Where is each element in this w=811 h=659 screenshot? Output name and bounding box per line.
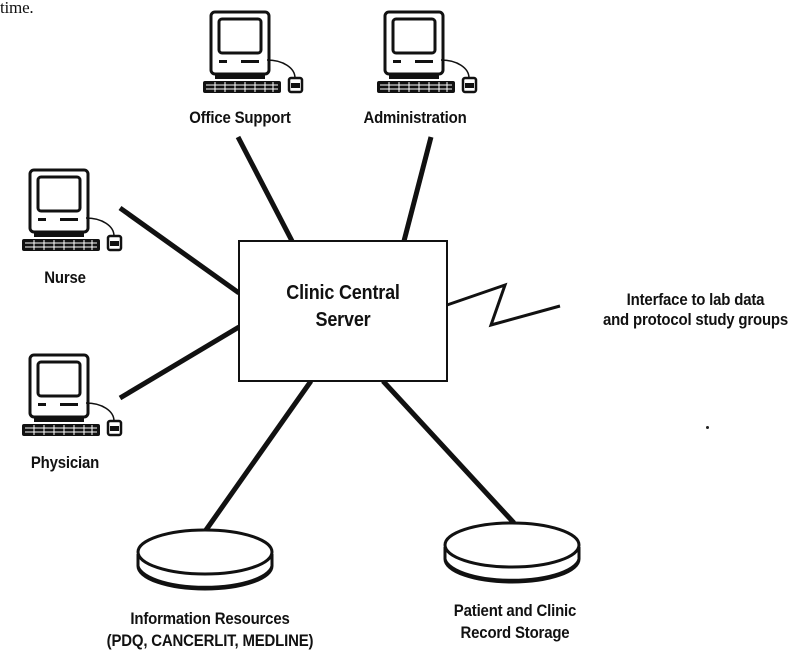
server-label-line1: Clinic Central [286, 282, 400, 304]
computer-icon [20, 168, 123, 253]
label-office-support: Office Support [189, 108, 291, 127]
label-info-resources: Information Resources (PDQ, CANCERLIT, M… [104, 608, 315, 652]
line-physician [118, 324, 241, 401]
label-nurse: Nurse [44, 268, 86, 287]
computer-icon [375, 10, 478, 95]
label-interface-line2: and protocol study groups [602, 310, 789, 329]
label-patient-records-line2: Record Storage [460, 623, 570, 642]
server-label: Clinic Central Server [249, 280, 436, 334]
label-physician: Physician [30, 453, 100, 472]
line-office-support [235, 135, 295, 243]
connection-lines [118, 135, 561, 532]
label-patient-records: Patient and Clinic Record Storage [436, 600, 594, 644]
line-interface-zigzag [446, 282, 561, 328]
line-info-resources [203, 379, 314, 532]
disk-storage-icon [136, 528, 274, 591]
stray-dot [706, 426, 709, 429]
label-interface: Interface to lab data and protocol study… [594, 290, 797, 330]
label-administration: Administration [363, 108, 467, 127]
server-label-line2: Server [315, 309, 371, 331]
label-interface-line1: Interface to lab data [626, 290, 765, 309]
line-nurse [118, 205, 241, 296]
page-text-fragment: time. [0, 0, 34, 17]
line-patient-records [381, 379, 516, 525]
line-administration [401, 136, 434, 242]
computer-icon [201, 10, 304, 95]
server-box [238, 240, 448, 382]
disk-storage-icon [443, 521, 581, 584]
label-info-resources-line1: Information Resources [130, 609, 290, 628]
computer-icon [20, 353, 123, 438]
label-info-resources-line2: (PDQ, CANCERLIT, MEDLINE) [106, 631, 314, 650]
label-patient-records-line1: Patient and Clinic [453, 601, 577, 620]
